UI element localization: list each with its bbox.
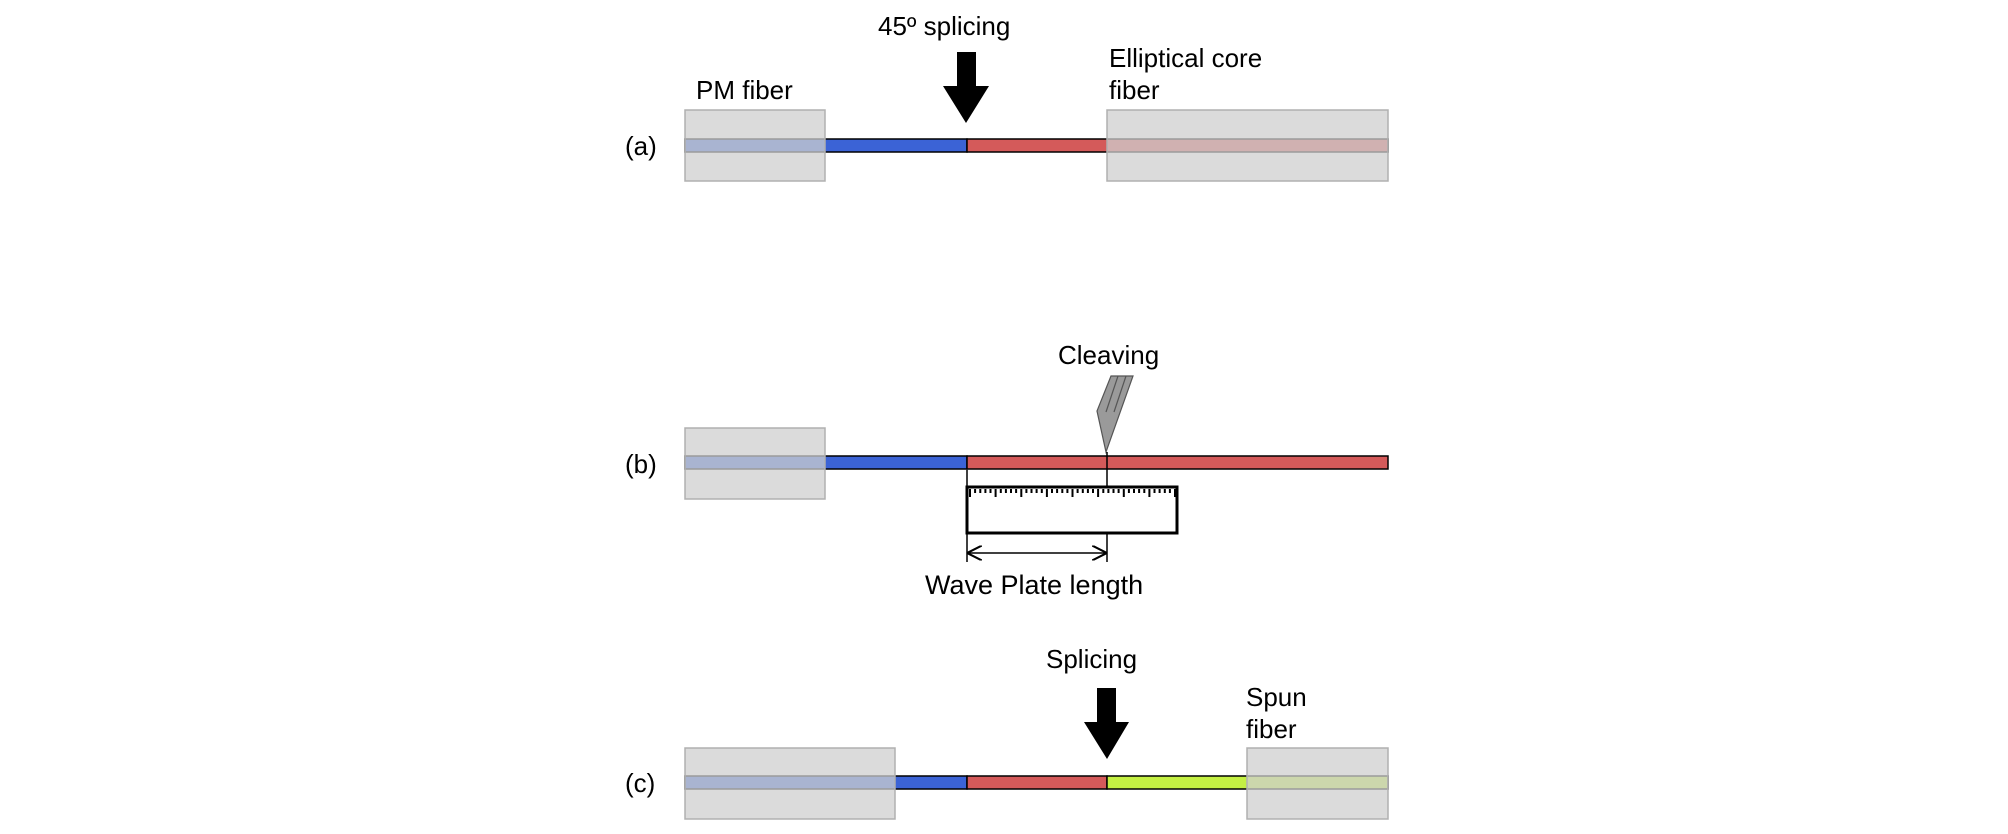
left-fiber-holder [684,747,896,820]
splice-arrow-icon [943,52,989,123]
panel-b-label: (b) [625,449,657,479]
panel-c-label: (c) [625,768,655,798]
elliptical-core-fiber-segment [966,455,1389,470]
left-fiber-holder [684,427,826,500]
panel-c: (c) Splicing Spun fiber [625,644,1389,820]
pm-fiber-label: PM fiber [696,75,793,105]
cleaving-blade-icon [1096,375,1134,455]
panel-a: (a) 45º splicing PM fiber Elliptical cor… [625,11,1389,182]
right-fiber-holder [1246,747,1389,820]
splice-arrow-icon [1084,688,1129,759]
splicing-45-label: 45º splicing [878,11,1010,41]
cleaving-label: Cleaving [1058,340,1159,370]
panel-a-label: (a) [625,131,657,161]
spun-fiber-label-line1: Spun [1246,682,1307,712]
wave-plate-length-label: Wave Plate length [925,570,1143,600]
spun-fiber-label-line2: fiber [1246,714,1297,744]
elliptical-core-fiber-segment [966,775,1108,790]
right-fiber-holder [1106,109,1389,182]
elliptical-core-label-line1: Elliptical core [1109,43,1262,73]
panel-b: (b) Cleaving Wave Plate length [625,340,1389,600]
left-fiber-holder [684,109,826,182]
ruler-icon [965,485,1179,535]
splicing-label: Splicing [1046,644,1137,674]
elliptical-core-label-line2: fiber [1109,75,1160,105]
